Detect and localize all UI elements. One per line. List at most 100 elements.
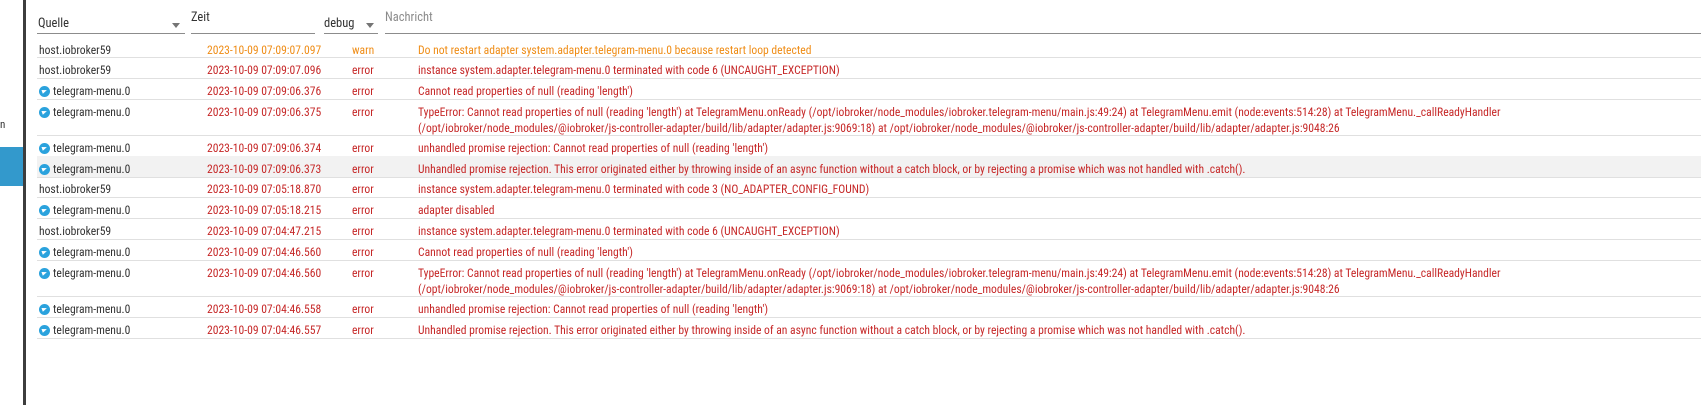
log-message: Cannot read properties of null (reading … xyxy=(418,245,633,259)
log-source-text: telegram-menu.0 xyxy=(53,266,131,280)
log-message: Do not restart adapter system.adapter.te… xyxy=(418,43,812,57)
severity-filter-select[interactable]: debug xyxy=(324,6,378,36)
log-severity: error xyxy=(352,182,374,196)
log-time: 2023-10-09 07:05:18.215 xyxy=(207,203,322,217)
log-row: telegram-menu.0 2023-10-09 07:05:18.215 er… xyxy=(37,197,1701,219)
log-time: 2023-10-09 07:04:47.215 xyxy=(207,224,322,238)
log-row: host.iobroker59 2023-10-09 07:05:18.870 er… xyxy=(37,176,1701,198)
source-filter-select[interactable]: Quelle xyxy=(37,6,185,36)
log-time: 2023-10-09 07:05:18.870 xyxy=(207,182,322,196)
log-time: 2023-10-09 07:09:06.375 xyxy=(207,105,322,119)
log-source-text: host.iobroker59 xyxy=(39,63,112,77)
telegram-icon xyxy=(39,106,50,118)
log-severity: error xyxy=(352,203,374,217)
log-severity: error xyxy=(352,224,374,238)
time-column-header: Zeit xyxy=(191,10,210,25)
log-row: telegram-menu.0 2023-10-09 07:09:06.374 er… xyxy=(37,135,1701,157)
sidebar-selected-item[interactable] xyxy=(0,147,26,186)
log-row: host.iobroker59 2023-10-09 07:09:07.097 wa… xyxy=(37,37,1701,58)
telegram-icon xyxy=(39,85,50,97)
log-time: 2023-10-09 07:04:46.560 xyxy=(207,245,322,259)
severity-filter-underline xyxy=(324,33,378,34)
log-row: telegram-menu.0 2023-10-09 07:04:46.558 er… xyxy=(37,296,1701,318)
log-row: telegram-menu.0 2023-10-09 07:09:06.375 er… xyxy=(37,99,1701,136)
log-message: instance system.adapter.telegram-menu.0 … xyxy=(418,63,840,77)
log-source: telegram-menu.0 xyxy=(39,140,130,156)
source-filter-label: Quelle xyxy=(38,16,70,31)
message-filter-underline xyxy=(385,33,1701,34)
log-source: telegram-menu.0 xyxy=(39,301,130,317)
log-severity: error xyxy=(352,63,374,77)
log-time: 2023-10-09 07:09:06.376 xyxy=(207,84,322,98)
log-time: 2023-10-09 07:04:46.560 xyxy=(207,266,322,280)
sidebar-text-fragment: n xyxy=(0,118,6,131)
log-source-text: telegram-menu.0 xyxy=(53,323,131,337)
log-severity: error xyxy=(352,84,374,98)
log-source: telegram-menu.0 xyxy=(39,322,130,338)
log-source: host.iobroker59 xyxy=(39,181,111,197)
log-time: 2023-10-09 07:09:07.096 xyxy=(207,63,322,77)
log-severity: error xyxy=(352,302,374,316)
log-severity: error xyxy=(352,141,374,155)
log-source: host.iobroker59 xyxy=(39,42,111,58)
log-row: telegram-menu.0 2023-10-09 07:09:06.376 er… xyxy=(37,78,1701,100)
log-source: telegram-menu.0 xyxy=(39,104,130,120)
telegram-icon xyxy=(39,142,50,154)
log-source: telegram-menu.0 xyxy=(39,244,130,260)
log-source: telegram-menu.0 xyxy=(39,161,130,177)
log-source: host.iobroker59 xyxy=(39,62,111,78)
log-row: host.iobroker59 2023-10-09 07:04:47.215 er… xyxy=(37,218,1701,240)
log-time: 2023-10-09 07:09:06.373 xyxy=(207,162,322,176)
telegram-icon xyxy=(39,204,50,216)
chevron-down-icon xyxy=(366,23,374,28)
log-message: instance system.adapter.telegram-menu.0 … xyxy=(418,182,870,196)
log-source-text: telegram-menu.0 xyxy=(53,203,131,217)
log-header: Quelle Zeit debug Nachricht xyxy=(37,0,1701,40)
log-severity: warn xyxy=(352,43,375,57)
log-time: 2023-10-09 07:09:06.374 xyxy=(207,141,322,155)
chevron-down-icon xyxy=(172,23,180,28)
log-source-text: telegram-menu.0 xyxy=(53,162,131,176)
log-source-text: telegram-menu.0 xyxy=(53,245,131,259)
sidebar: n xyxy=(0,0,26,405)
telegram-icon xyxy=(39,246,50,258)
log-severity: error xyxy=(352,266,374,280)
telegram-icon xyxy=(39,267,50,279)
log-message: unhandled promise rejection: Cannot read… xyxy=(418,302,769,316)
log-source-text: telegram-menu.0 xyxy=(53,302,131,316)
log-source-text: telegram-menu.0 xyxy=(53,105,131,119)
log-source-text: telegram-menu.0 xyxy=(53,84,131,98)
log-source-text: host.iobroker59 xyxy=(39,182,112,196)
log-source: host.iobroker59 xyxy=(39,223,111,239)
telegram-icon xyxy=(39,303,50,315)
log-message: Unhandled promise rejection. This error … xyxy=(418,162,1246,176)
log-message: adapter disabled xyxy=(418,203,495,217)
log-message: instance system.adapter.telegram-menu.0 … xyxy=(418,224,840,238)
message-filter-input[interactable]: Nachricht xyxy=(385,10,433,25)
log-source-text: telegram-menu.0 xyxy=(53,141,131,155)
log-message: TypeError: Cannot read properties of nul… xyxy=(418,266,1501,296)
log-row: telegram-menu.0 2023-10-09 07:09:06.373 er… xyxy=(37,156,1701,178)
log-row: telegram-menu.0 2023-10-09 07:04:46.560 er… xyxy=(37,260,1701,297)
severity-filter-label: debug xyxy=(324,16,355,31)
log-source: telegram-menu.0 xyxy=(39,83,130,99)
log-message: Cannot read properties of null (reading … xyxy=(418,84,633,98)
source-filter-underline xyxy=(37,33,185,34)
sidebar-divider xyxy=(23,0,26,405)
log-severity: error xyxy=(352,162,374,176)
log-message: Unhandled promise rejection. This error … xyxy=(418,323,1246,337)
time-header-underline xyxy=(191,33,315,34)
log-source: telegram-menu.0 xyxy=(39,265,130,281)
log-source-text: host.iobroker59 xyxy=(39,224,112,238)
log-source-text: host.iobroker59 xyxy=(39,43,112,57)
telegram-icon xyxy=(39,324,50,336)
log-message: TypeError: Cannot read properties of nul… xyxy=(418,105,1501,135)
log-time: 2023-10-09 07:09:07.097 xyxy=(207,43,322,57)
log-severity: error xyxy=(352,105,374,119)
log-time: 2023-10-09 07:04:46.558 xyxy=(207,302,322,316)
log-severity: error xyxy=(352,323,374,337)
telegram-icon xyxy=(39,163,50,175)
log-message: unhandled promise rejection: Cannot read… xyxy=(418,141,769,155)
